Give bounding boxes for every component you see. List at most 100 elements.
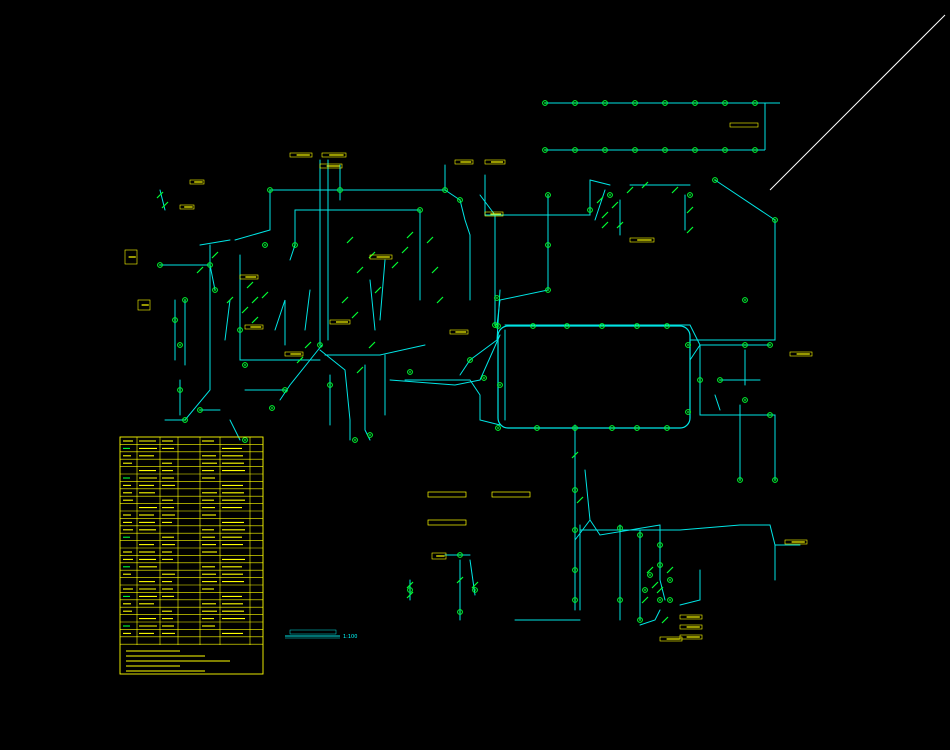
fixture-node-center (649, 574, 651, 576)
fixture-node (634, 425, 640, 431)
fixture-node-center (574, 102, 576, 104)
fixture-node-center (239, 329, 241, 331)
fixture-node-center (574, 599, 576, 601)
fixture-node (327, 382, 333, 388)
fixture-node-center (547, 289, 549, 291)
fixture-tick (406, 591, 414, 599)
tag-box (449, 329, 469, 335)
fixture-node-center (409, 371, 411, 373)
fixture-node-center (566, 325, 568, 327)
pipe-segment (579, 524, 801, 546)
fixture-node (667, 577, 673, 583)
pipe-segment (319, 349, 351, 441)
legend-table (119, 436, 264, 675)
fixture-tick (626, 186, 634, 194)
fixture-node-center (574, 149, 576, 151)
fixture-node (495, 323, 501, 329)
fixture-node (242, 437, 248, 443)
tag-box (189, 179, 205, 185)
fixture-node (717, 377, 723, 383)
fixture-tick (356, 266, 364, 274)
fixture-node (692, 147, 698, 153)
pipe-segment (469, 559, 476, 596)
fixture-tick (666, 566, 674, 574)
fixture-node (617, 597, 623, 603)
fixture-node (177, 387, 183, 393)
fixture-node (545, 242, 551, 248)
pipe-segment (274, 299, 286, 346)
fixture-node (767, 412, 773, 418)
fixture-node (664, 425, 670, 431)
pipe-segment (369, 279, 376, 331)
fixture-node (687, 192, 693, 198)
fixture-node-center (636, 325, 638, 327)
pipe-segment (224, 299, 231, 341)
tag-box (179, 204, 195, 210)
fixture-node (317, 342, 323, 348)
fixture-node-center (294, 244, 296, 246)
fixture-node-center (724, 149, 726, 151)
fixture-node (637, 532, 643, 538)
tag-box (629, 237, 655, 243)
fixture-tick (391, 261, 399, 269)
fixture-node-center (687, 344, 689, 346)
fixture-node-center (589, 209, 591, 211)
fixture-node (494, 295, 500, 301)
fixture-node-center (284, 389, 286, 391)
fixture-tick (431, 266, 439, 274)
fixture-node-center (724, 102, 726, 104)
fixture-node (752, 147, 758, 153)
fixture-node (722, 100, 728, 106)
fixture-node (242, 362, 248, 368)
fixture-node-center (666, 325, 668, 327)
pipe-segment (294, 209, 421, 301)
fixture-node (664, 323, 670, 329)
fixture-tick (471, 581, 479, 589)
pipe-segment (639, 609, 661, 626)
fixture-tick (601, 221, 609, 229)
tag-box (679, 624, 703, 630)
fixture-tick (401, 246, 409, 254)
pipe-segment (714, 179, 776, 221)
fixture-node (237, 327, 243, 333)
fixture-node (572, 487, 578, 493)
fixture-tick (304, 341, 312, 349)
tag-box (659, 636, 683, 642)
fixture-node (632, 147, 638, 153)
fixture-node (542, 100, 548, 106)
pipe-segment (459, 289, 501, 376)
fixture-node (657, 597, 663, 603)
fixture-node (587, 207, 593, 213)
tag-box (329, 319, 351, 325)
pipe-segment (574, 519, 591, 541)
fixture-node-center (689, 194, 691, 196)
fixture-node-center (699, 379, 701, 381)
fixture-node-center (244, 364, 246, 366)
tag-box (244, 324, 264, 330)
fixture-node-center (319, 344, 321, 346)
fixture-node (572, 527, 578, 533)
fixture-node-center (444, 189, 446, 191)
fixture-node (572, 147, 578, 153)
fixture-node (657, 542, 663, 548)
fixture-node (722, 147, 728, 153)
fixture-node (481, 375, 487, 381)
fixture-tick (211, 251, 219, 259)
fixture-node-center (634, 149, 636, 151)
fixture-node (267, 187, 273, 193)
fixture-node-center (664, 102, 666, 104)
pipe-segment (484, 174, 591, 216)
fixture-node (182, 297, 188, 303)
fixture-node (599, 323, 605, 329)
fixture-tick (251, 316, 259, 324)
fixture-node-center (544, 102, 546, 104)
riser-label-box (729, 122, 759, 128)
tag-box (679, 614, 703, 620)
pipe-segment (584, 469, 661, 536)
fixture-node (442, 187, 448, 193)
fixture-node-center (179, 344, 181, 346)
fixture-node (530, 323, 536, 329)
tag-box (239, 274, 259, 280)
pipe-segment (589, 179, 611, 186)
